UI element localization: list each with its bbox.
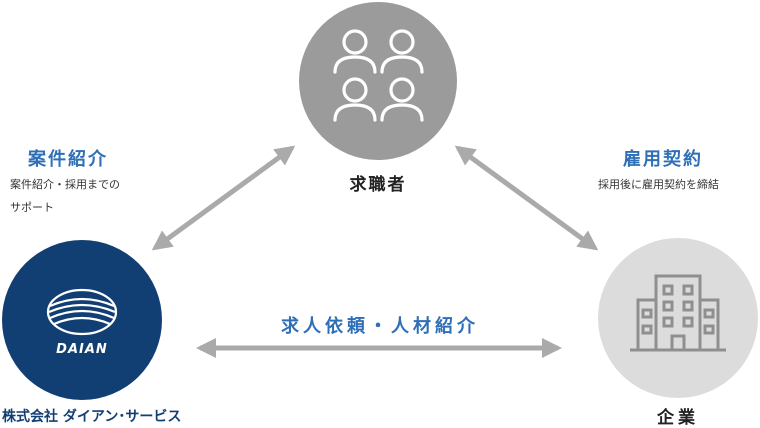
building-icon <box>630 274 726 352</box>
edge-right-desc: 採用後に雇用契約を締結 <box>598 178 719 191</box>
job-seeker-label: 求職者 <box>349 175 407 195</box>
agency-logo-text: DAIAN <box>56 342 108 357</box>
arrow-jobseeker-company <box>454 145 599 251</box>
job-seeker-circle <box>299 2 457 160</box>
edge-right-title: 雇用契約 <box>623 149 703 170</box>
agency-name: 株式会社 ダイアン･サービス <box>2 409 182 425</box>
company-label: 企業 <box>657 408 699 428</box>
edge-bottom-title: 求人依頼・人材紹介 <box>281 316 479 337</box>
edge-left-title: 案件紹介 <box>28 149 108 170</box>
arrow-agency-jobseeker <box>151 145 296 251</box>
company-circle <box>598 238 758 398</box>
edge-left-desc-line2: サポート <box>10 201 54 214</box>
edge-left-desc-line1: 案件紹介・採用までの <box>10 178 120 191</box>
people-icon <box>333 29 424 122</box>
daian-logo-icon <box>46 288 118 336</box>
agency-circle: DAIAN <box>2 240 162 400</box>
